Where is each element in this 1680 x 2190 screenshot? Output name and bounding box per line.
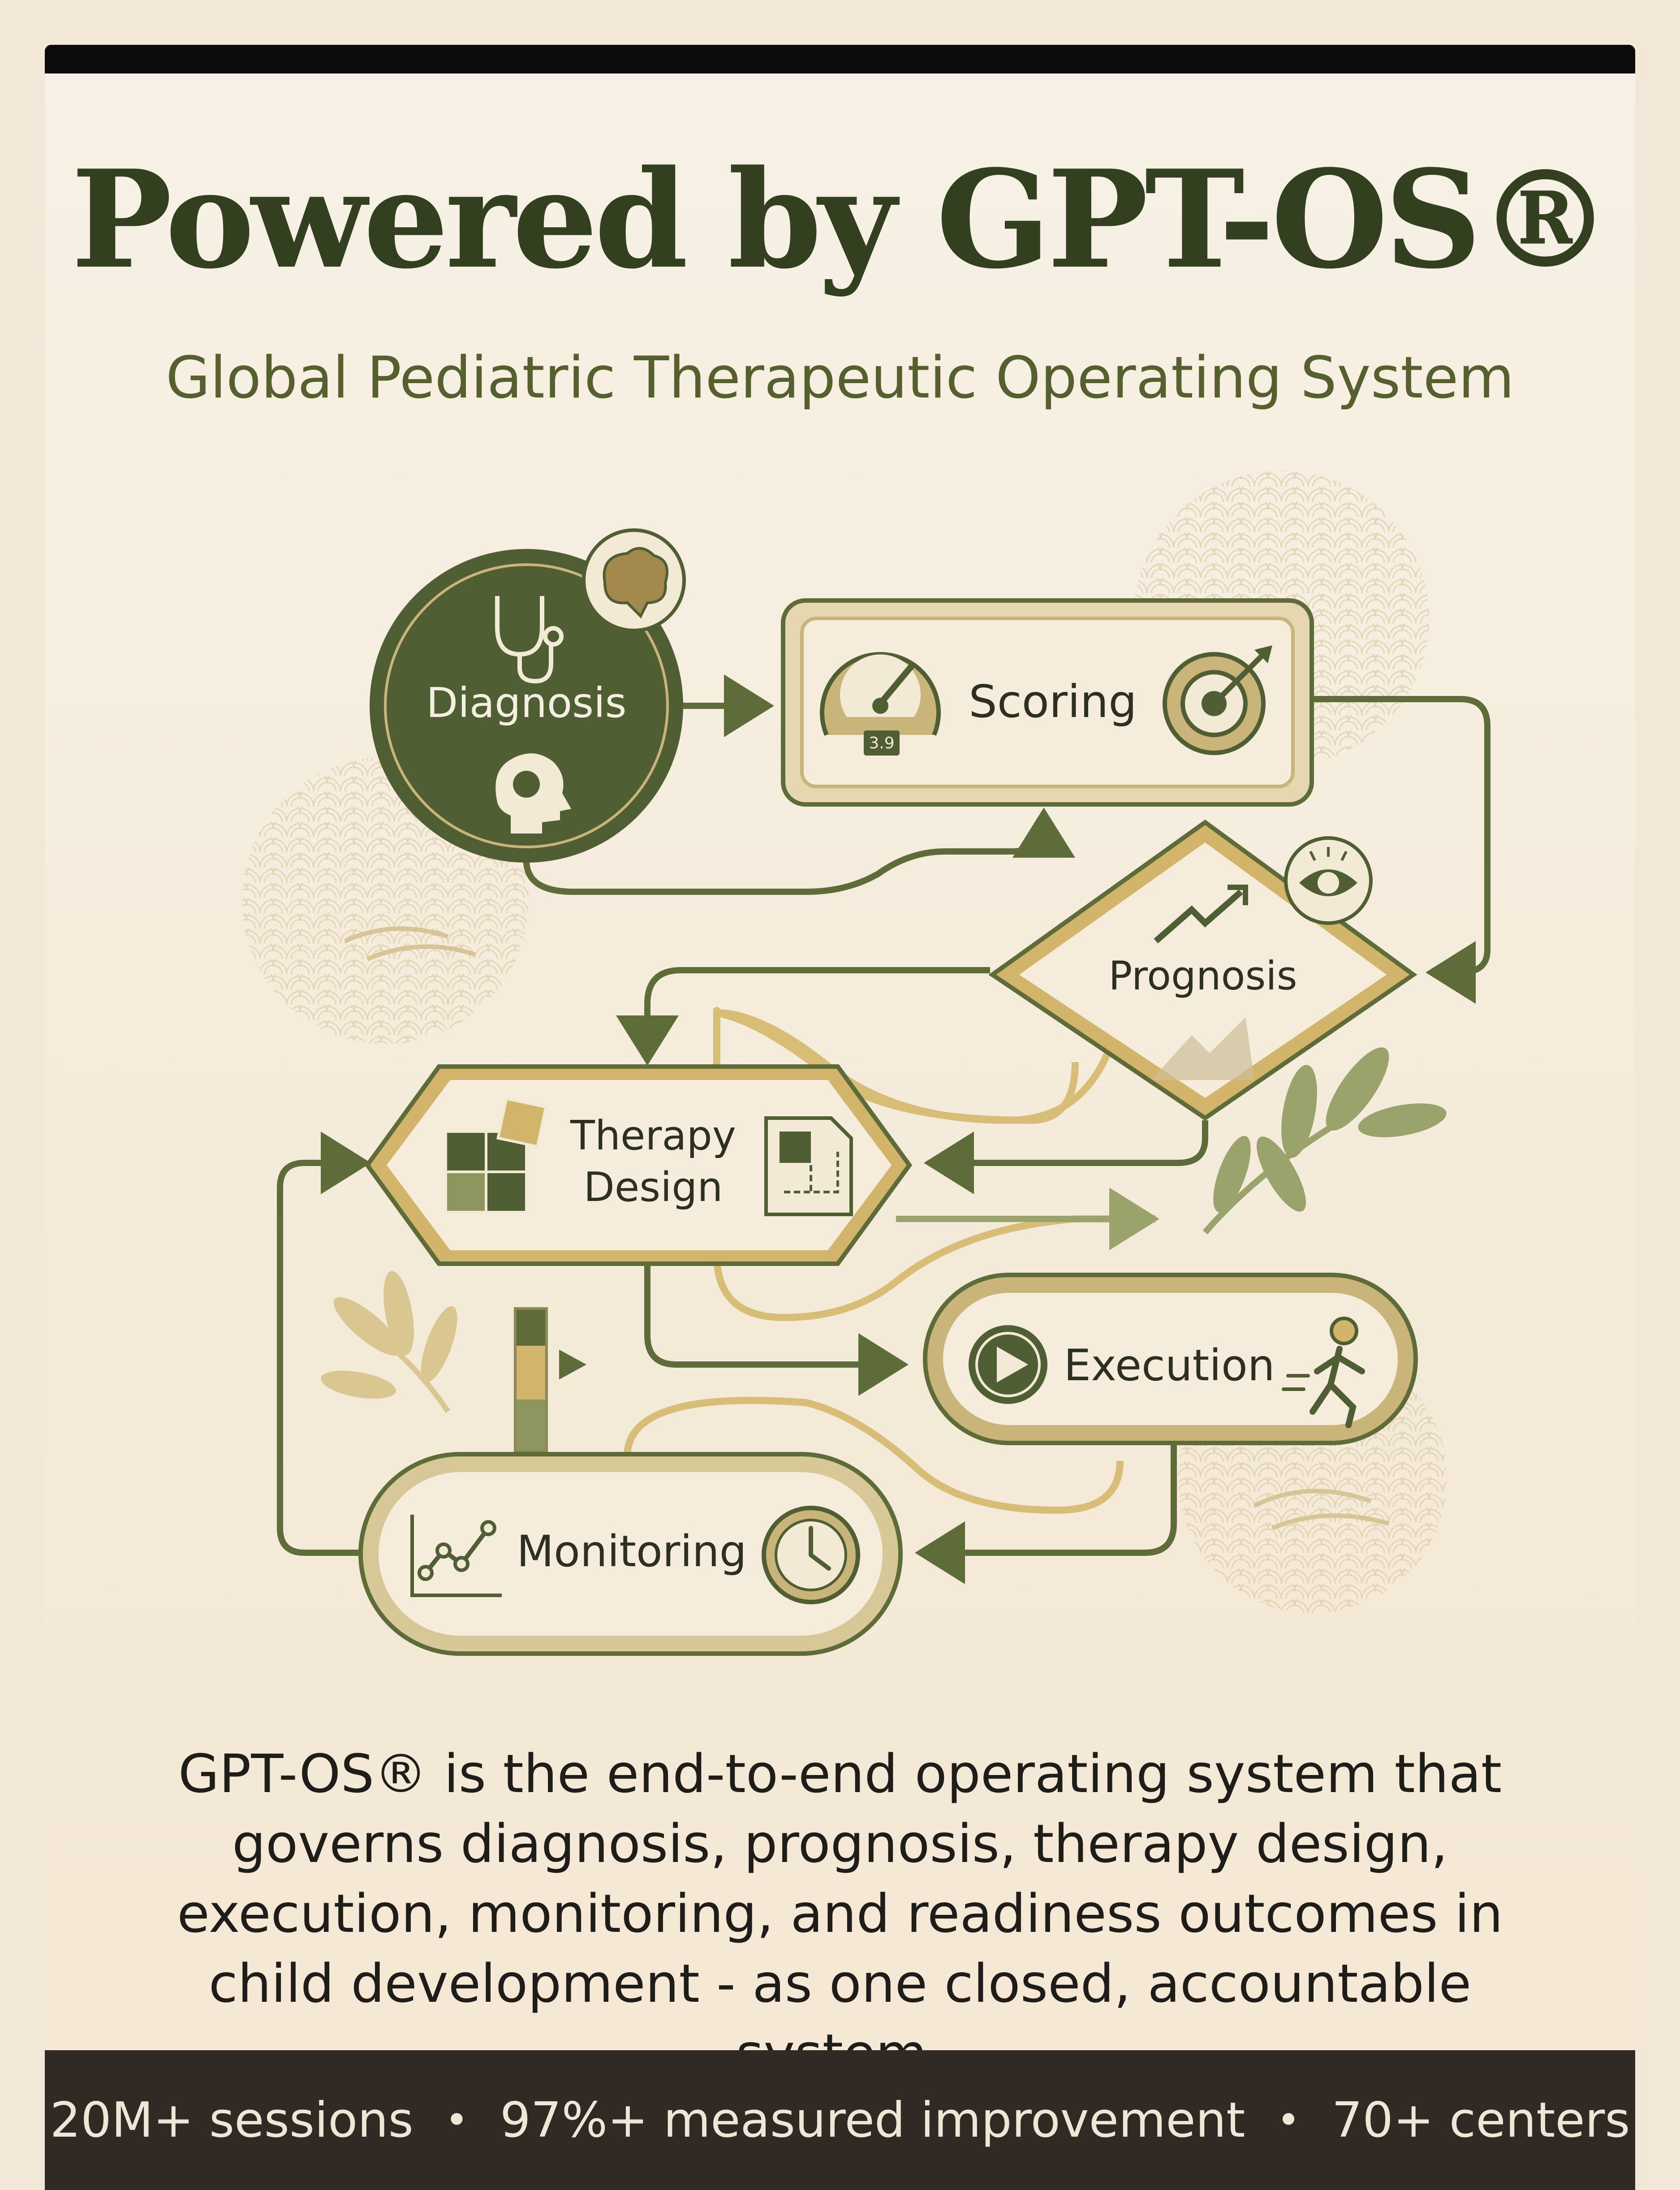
flow-arrows (277, 674, 1490, 1584)
therapy-label-line2: Design (584, 1164, 723, 1211)
target-icon (1163, 645, 1272, 755)
diagnosis-label: Diagnosis (426, 679, 626, 727)
brain-icon (582, 528, 686, 632)
arrow-therapy-to-execution (644, 1264, 909, 1396)
page-subtitle: Global Pediatric Therapeutic Operating S… (165, 345, 1515, 411)
arrow-prognosis-to-therapy (616, 967, 990, 1066)
description-text: GPT-OS® is the end-to-end operating syst… (177, 1743, 1503, 2084)
arrow-scoring-to-prognosis (1310, 696, 1490, 1004)
stat-separator: • (1276, 2096, 1301, 2144)
page-title: Powered by GPT-OS® (71, 140, 1612, 298)
decor-leaf-branch-left (321, 1271, 457, 1413)
trend-up-icon (1154, 889, 1243, 944)
play-icon (969, 1325, 1047, 1404)
therapy-label-line1: Therapy (570, 1112, 736, 1159)
blueprint-icon (764, 1116, 853, 1216)
running-person-icon (1282, 1317, 1365, 1428)
stethoscope-icon (495, 596, 564, 684)
decor-leaf-branch-right (1202, 1047, 1447, 1235)
scoring-label: Scoring (969, 675, 1137, 728)
execution-label: Execution (1064, 1340, 1275, 1391)
eye-icon (1284, 836, 1373, 925)
node-therapy-design: Therapy Design (364, 1064, 913, 1266)
workflow-diagram: Diagnosis Scoring (242, 471, 1490, 1656)
stat-improvement: 97%+ measured improvement (500, 2092, 1245, 2148)
top-bar (45, 45, 1635, 73)
arrow-execution-to-monitoring (915, 1438, 1177, 1584)
node-scoring: Scoring 3.9 (781, 598, 1314, 807)
node-execution: Execution (923, 1273, 1418, 1445)
stat-separator: • (444, 2096, 469, 2144)
stat-centers: 70+ centers (1331, 2092, 1630, 2148)
puzzle-icon (444, 1097, 547, 1214)
node-diagnosis: Diagnosis (370, 528, 686, 863)
stat-sessions: 20M+ sessions (50, 2092, 414, 2148)
infographic-card: Powered by GPT-OS® Global Pediatric Ther… (45, 45, 1635, 2190)
stats-footer: 20M+ sessions • 97%+ measured improvemen… (45, 2050, 1635, 2190)
node-monitoring: Monitoring (358, 1452, 903, 1656)
gauge-value: 3.9 (869, 734, 894, 752)
clock-icon (762, 1506, 860, 1604)
level-indicator (514, 1307, 587, 1453)
arrow-monitoring-to-therapy (277, 1132, 371, 1556)
mountain-decor (1151, 1017, 1254, 1080)
gauge-icon: 3.9 (820, 652, 941, 756)
node-prognosis: Prognosis (988, 819, 1417, 1121)
line-chart-icon (410, 1515, 502, 1597)
decor-grass-strokes (344, 926, 1390, 1530)
arrow-diagnosis-to-scoring-loop (523, 808, 1075, 895)
arrow-prognosis-bottom-to-therapy (924, 1120, 1208, 1194)
head-puzzle-icon (495, 753, 571, 834)
monitoring-label: Monitoring (517, 1526, 746, 1577)
prognosis-label: Prognosis (1108, 953, 1297, 999)
